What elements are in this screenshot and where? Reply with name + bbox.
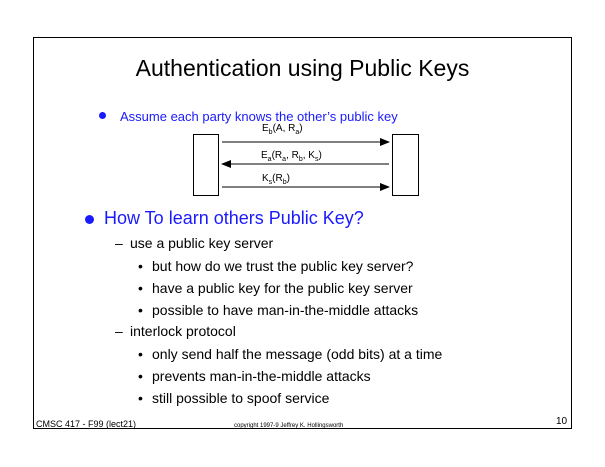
sub-bullet-dot: • xyxy=(138,258,143,274)
sub-bullet-dot: • xyxy=(138,280,143,296)
slide-title: Authentication using Public Keys xyxy=(135,55,470,81)
sub-item: prevents man-in-the-middle attacks xyxy=(152,368,371,384)
message-1-label: Eb(A, Ra) xyxy=(262,123,303,136)
party-b-box xyxy=(392,134,419,196)
footer-copyright: copyright 1997-9 Jeffrey K. Hollingswort… xyxy=(234,423,344,429)
sub-bullet-dot: • xyxy=(138,346,143,362)
bullet-assume: Assume each party knows the other’s publ… xyxy=(120,109,398,124)
message-3-label: Ks(Rb) xyxy=(262,173,290,186)
sub-bullet-dot: • xyxy=(138,368,143,384)
bullet-dot xyxy=(99,112,106,119)
item-interlock-protocol: interlock protocol xyxy=(130,323,236,339)
item-public-key-server: use a public key server xyxy=(130,235,274,251)
bullet-dot xyxy=(85,215,94,224)
sub-item: still possible to spoof service xyxy=(152,390,330,406)
page-number: 10 xyxy=(556,416,568,427)
sub-item: only send half the message (odd bits) at… xyxy=(152,346,443,362)
sub-bullet-dot: • xyxy=(138,302,143,318)
dash-marker: – xyxy=(115,323,123,339)
footer-course: CMSC 417 - F99 (lect21) xyxy=(36,419,137,429)
slide-frame xyxy=(33,37,572,429)
message-2-label: Ea(Ra, Rb, Ks) xyxy=(261,150,322,163)
party-a-box xyxy=(193,134,219,196)
sub-bullet-dot: • xyxy=(138,390,143,406)
bullet-how-to-learn: How To learn others Public Key? xyxy=(104,208,364,228)
dash-marker: – xyxy=(115,235,123,251)
sub-item: but how do we trust the public key serve… xyxy=(152,258,414,274)
sub-item: have a public key for the public key ser… xyxy=(152,280,413,296)
sub-item: possible to have man-in-the-middle attac… xyxy=(152,302,419,318)
